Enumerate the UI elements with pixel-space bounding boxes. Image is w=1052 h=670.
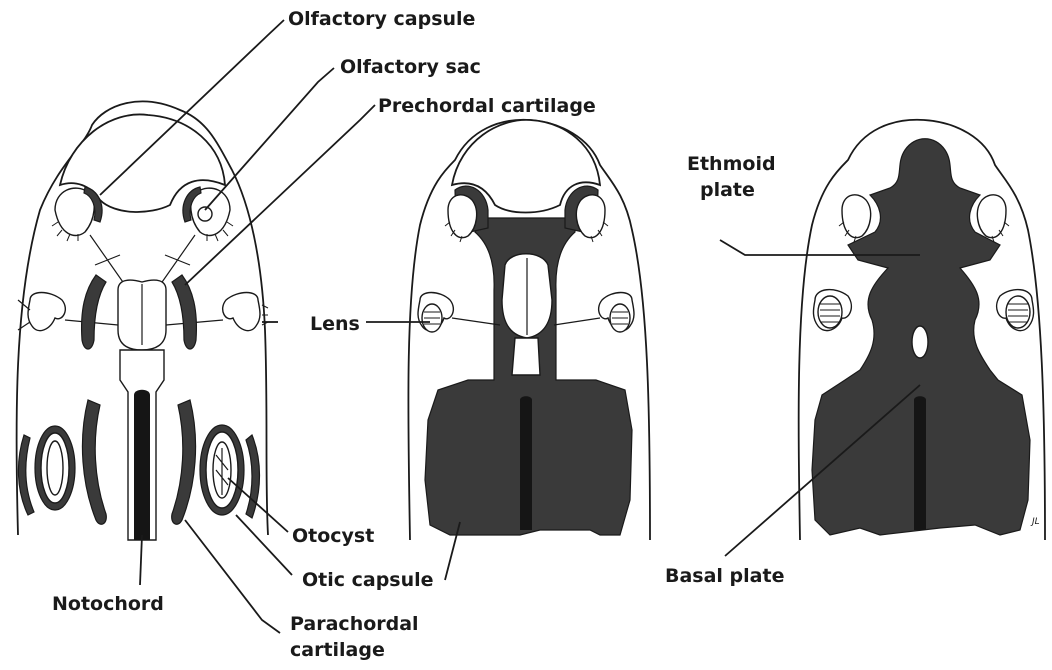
label-ethmoid-plate-line2: plate bbox=[700, 179, 755, 201]
right-embryo-head bbox=[799, 120, 1045, 540]
label-parachordal-cartilage-line2: cartilage bbox=[290, 639, 385, 661]
artist-signature: JL bbox=[1030, 517, 1040, 527]
label-olfactory-sac: Olfactory sac bbox=[340, 56, 481, 78]
left-notochord bbox=[134, 390, 150, 540]
label-otocyst: Otocyst bbox=[292, 525, 374, 547]
label-olfactory-capsule: Olfactory capsule bbox=[288, 8, 475, 30]
right-hypophyseal-window bbox=[912, 326, 928, 358]
middle-notochord bbox=[520, 396, 532, 530]
leader-notochord bbox=[140, 535, 142, 585]
right-notochord bbox=[914, 396, 926, 530]
leader-olfactory-sac bbox=[205, 68, 334, 210]
label-otic-capsule: Otic capsule bbox=[302, 569, 434, 591]
label-basal-plate: Basal plate bbox=[665, 565, 784, 587]
label-parachordal-cartilage-line1: Parachordal bbox=[290, 613, 419, 635]
label-ethmoid-plate-line1: Ethmoid bbox=[687, 153, 776, 175]
label-notochord: Notochord bbox=[52, 593, 164, 615]
left-otocyst-left bbox=[35, 426, 75, 510]
left-embryo-head bbox=[16, 101, 268, 540]
leader-parachordal-cartilage bbox=[185, 520, 280, 633]
label-lens: Lens bbox=[310, 313, 360, 335]
middle-embryo-head bbox=[408, 120, 650, 540]
label-prechordal-cartilage: Prechordal cartilage bbox=[378, 95, 596, 117]
left-otocyst-right bbox=[200, 425, 244, 515]
